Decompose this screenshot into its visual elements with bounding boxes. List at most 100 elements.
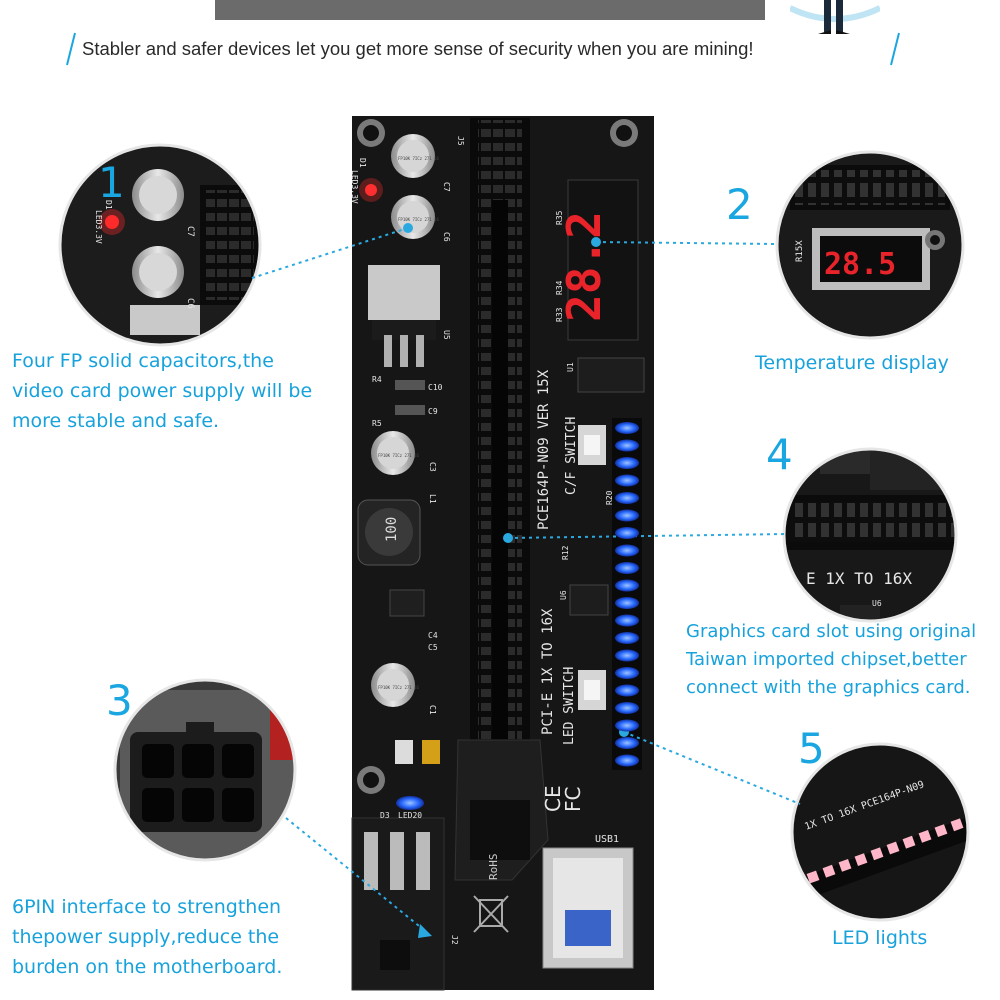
display-digits: 28.2	[557, 211, 611, 322]
zoom-led	[822, 864, 836, 878]
callout-lines	[251, 227, 801, 931]
label-r20: R20	[605, 490, 614, 505]
blue-led	[615, 527, 639, 539]
caption-line: Taiwan imported chipset,better	[686, 649, 967, 670]
label-c1: C1	[428, 705, 437, 715]
zoom-led	[806, 870, 820, 884]
zoom-led	[870, 847, 884, 861]
caption-line: video card power supply will be	[12, 380, 313, 402]
blue-led	[615, 509, 639, 522]
zoom-led	[934, 824, 948, 838]
zoom-led	[918, 829, 932, 843]
usb-label: USB1	[595, 834, 619, 845]
label-c3: C3	[428, 462, 437, 472]
zoom-led	[902, 835, 916, 849]
label-c6: C6	[442, 232, 451, 242]
zoom-label-c6: C6	[185, 298, 195, 309]
feature-caption-4: Graphics card slot using original Taiwan…	[686, 618, 976, 702]
zoom-u6-label: U6	[872, 599, 882, 608]
label-r12: R12	[561, 545, 570, 560]
zoom-led	[838, 858, 852, 872]
label-led20: LED20	[398, 811, 422, 820]
label-l1: L1	[428, 494, 437, 504]
feature-number-5: 5	[798, 724, 825, 773]
label-u5: U5	[442, 330, 451, 340]
label-c10: C10	[428, 383, 443, 392]
label-r5: R5	[372, 419, 382, 428]
zoom-led	[854, 853, 868, 867]
label-c9: C9	[428, 407, 438, 416]
blue-led	[615, 439, 639, 452]
blue-led	[615, 544, 639, 557]
cf-switch-label: C/F SWITCH	[564, 417, 579, 495]
label-r35: R35	[555, 210, 564, 225]
person-illustration	[790, 0, 880, 34]
caption-line: LED lights	[832, 927, 928, 949]
cap-marking-c7: FP10K 7ICz 271 16	[398, 156, 440, 161]
board-model-text: PCE164P-N09 VER 15X	[536, 369, 552, 530]
caption-line: Graphics card slot using original	[686, 621, 977, 642]
cap-marking-c6: FP10K 7ICz 271 16	[398, 217, 440, 222]
label-led-3v3: LED3.3V	[350, 170, 359, 204]
blue-led	[615, 597, 639, 609]
feature-number-1: 1	[98, 158, 125, 207]
blue-led	[615, 562, 639, 574]
caption-line: more stable and safe.	[12, 410, 220, 432]
label-d1: D1	[358, 158, 367, 168]
blue-led	[615, 492, 639, 504]
label-c7: C7	[442, 182, 451, 192]
zoom-display-digits: 28.5	[824, 247, 896, 282]
blue-led	[615, 684, 639, 697]
feature-caption-1: Four FP solid capacitors,the video card …	[12, 346, 312, 436]
inductor-value: 100	[384, 517, 400, 542]
label-u1: U1	[566, 362, 575, 372]
label-u6: U6	[559, 590, 568, 600]
caption-line: Four FP solid capacitors,the	[12, 350, 274, 372]
caption-line: thepower supply,reduce the	[12, 926, 280, 948]
label-d3: D3	[380, 811, 390, 820]
label-c4: C4	[428, 631, 438, 640]
label-j2: J2	[450, 935, 459, 945]
tagline: Stabler and safer devices let you get mo…	[82, 38, 754, 59]
blue-led	[615, 457, 639, 469]
blue-led	[615, 719, 639, 732]
zoom-led	[950, 818, 964, 832]
feature-caption-2: Temperature display	[755, 348, 949, 378]
label-c5: C5	[428, 643, 438, 652]
tagline-bar: Stabler and safer devices let you get mo…	[66, 32, 906, 66]
blue-led	[615, 614, 639, 627]
blue-led	[615, 632, 639, 644]
zoom-bubble-2	[777, 152, 963, 338]
zoom-slot-text: E 1X TO 16X	[806, 569, 912, 588]
blue-led	[615, 737, 639, 749]
label-r34: R34	[555, 280, 564, 295]
feature-number-2: 2	[726, 180, 753, 229]
cap-marking-c1: FP10K 7ICz 271 16	[378, 685, 420, 690]
caption-line: Temperature display	[755, 352, 949, 374]
zoom-label-led-3v3: LED3.3V	[94, 210, 103, 244]
zoom-led	[886, 841, 900, 855]
rohs-label: RoHS	[487, 854, 500, 881]
feature-number-3: 3	[106, 676, 133, 725]
zoom-bubble-3	[115, 680, 295, 860]
zoom-bubble-1	[60, 145, 260, 345]
feature-caption-5: LED lights	[832, 923, 927, 953]
blue-led	[615, 474, 639, 487]
ce-mark: CE	[541, 785, 565, 812]
caption-line: connect with the graphics card.	[686, 677, 971, 698]
zoom-label-d1: D1	[104, 200, 113, 210]
zoom-bubble-4	[784, 449, 956, 621]
cap-marking-c3: FP10K 7ICz 271 16	[378, 453, 420, 458]
right-slash-icon	[890, 32, 900, 66]
blue-led	[615, 702, 639, 714]
label-j5: J5	[456, 136, 465, 146]
left-slash-icon	[66, 32, 76, 66]
blue-led	[615, 579, 639, 592]
zoom-r-label: R15X	[795, 240, 805, 262]
blue-led	[615, 649, 639, 662]
label-r33: R33	[555, 307, 564, 322]
board-slot-text: PCI-E 1X TO 16X	[540, 608, 556, 735]
feature-caption-3: 6PIN interface to strengthen thepower su…	[12, 892, 282, 982]
blue-led	[615, 667, 639, 679]
